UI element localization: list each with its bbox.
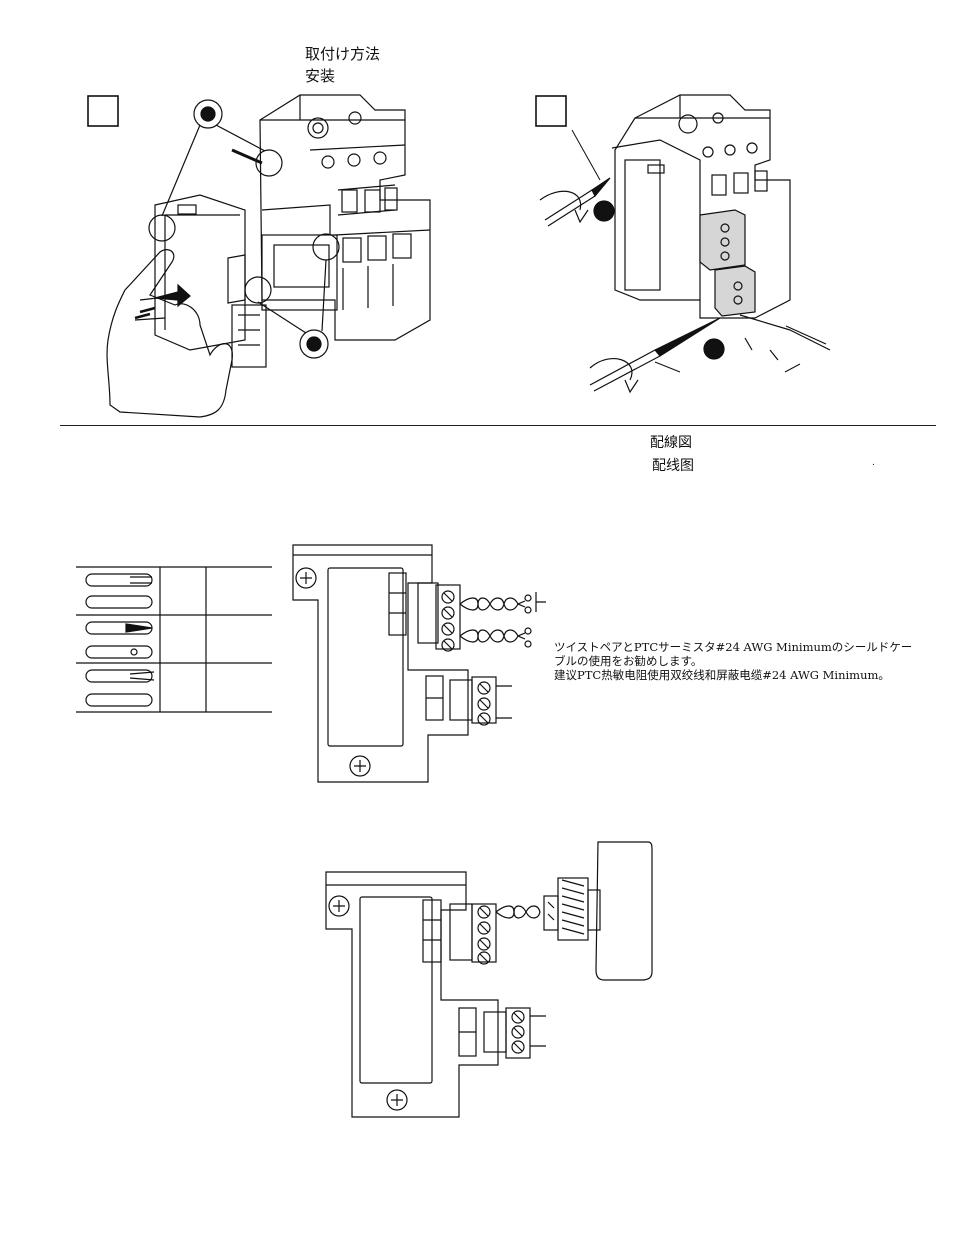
- wire-row-2: [86, 622, 152, 658]
- wiring-diagram-2: [326, 842, 652, 1117]
- wire-strip-table: [76, 567, 272, 712]
- step-1-illustration: [88, 95, 430, 417]
- step-2-illustration: [536, 95, 830, 392]
- step-2-marker-box: [536, 96, 566, 126]
- step-1-marker-box: [88, 96, 118, 126]
- step-2-bullet-b: [704, 339, 724, 359]
- wire-row-1: [86, 574, 152, 608]
- step-2-bullet-a: [594, 201, 614, 221]
- wire-row-3: [86, 670, 154, 706]
- wiring-diagram-1: [293, 545, 546, 782]
